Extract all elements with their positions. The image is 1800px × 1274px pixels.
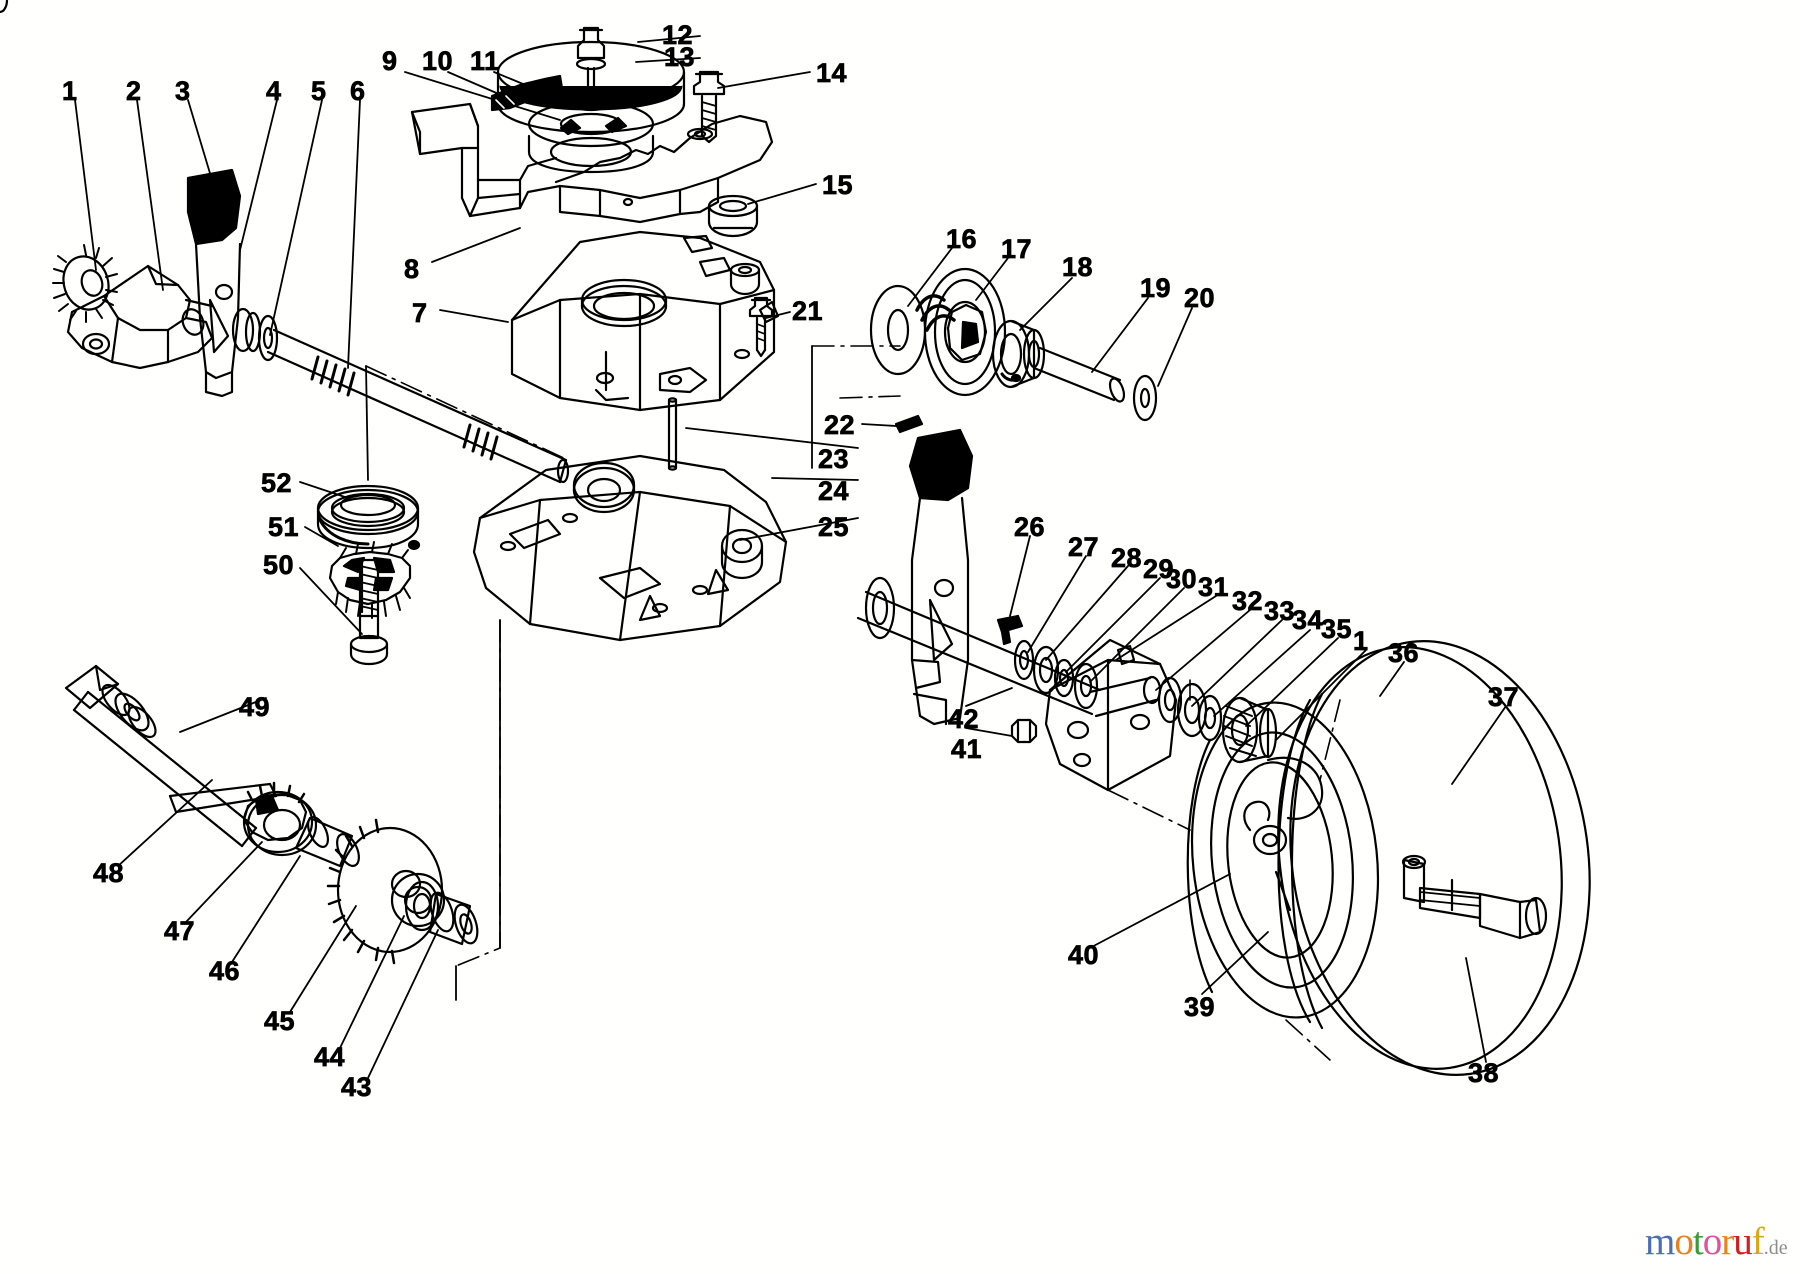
- wm-letter-f: f: [1751, 1220, 1765, 1263]
- part-21-screw: [748, 296, 774, 358]
- callout-1-repeat: 1: [1353, 626, 1369, 656]
- callout-3: 3: [175, 76, 191, 106]
- callout-12: 12: [662, 20, 694, 50]
- callout-27: 27: [1068, 532, 1100, 562]
- wm-letter-t: t: [1692, 1220, 1704, 1263]
- callout-50: 50: [263, 550, 295, 580]
- part-2-gear-housing-left: [66, 264, 214, 370]
- leader-lines-group-topcenter: [404, 35, 817, 323]
- callout-29: 29: [1143, 554, 1175, 584]
- part-22-pin: [894, 414, 924, 434]
- part-7-upper-gear-case: [510, 230, 780, 412]
- callout-34: 34: [1292, 605, 1324, 635]
- callout-18: 18: [1062, 252, 1094, 282]
- parts-43-49-lower-shaft: [64, 664, 479, 965]
- callout-46: 46: [209, 956, 241, 986]
- callout-32: 32: [1232, 586, 1264, 616]
- callout-10: 10: [422, 46, 454, 76]
- callout-14: 14: [816, 58, 848, 88]
- callout-28: 28: [1111, 543, 1143, 573]
- callout-16: 16: [946, 224, 978, 254]
- callout-9: 9: [382, 46, 398, 76]
- part-41-nut: [1010, 718, 1038, 744]
- callout-37: 37: [1488, 682, 1520, 712]
- part-3-shift-lever: [186, 168, 242, 398]
- part-52-bearing: [316, 484, 421, 551]
- wm-letter-r: r: [1721, 1220, 1734, 1263]
- callout-52: 52: [261, 468, 293, 498]
- callout-38: 38: [1468, 1058, 1500, 1088]
- callout-45: 45: [264, 1006, 296, 1036]
- callout-25: 25: [818, 512, 850, 542]
- callout-41: 41: [951, 734, 983, 764]
- wm-letter-o2: o: [1702, 1220, 1722, 1263]
- callout-49: 49: [239, 692, 271, 722]
- callout-47: 47: [164, 916, 196, 946]
- callout-23: 23: [818, 444, 850, 474]
- part-8-bracket: [410, 102, 774, 224]
- part-51-bevel-gear: [328, 541, 412, 619]
- spline-teeth: [310, 355, 356, 397]
- callout-4: 4: [266, 76, 282, 106]
- wm-letter-m: m: [1645, 1220, 1675, 1263]
- part-26-control-bracket: [908, 428, 974, 726]
- callout-1: 1: [62, 76, 78, 106]
- callout-24: 24: [818, 476, 850, 506]
- part-15-bushing: [707, 194, 759, 238]
- callout-15: 15: [822, 170, 854, 200]
- callout-31: 31: [1198, 572, 1230, 602]
- part-6-drive-shaft: [266, 328, 570, 484]
- watermark-motoruf: motoruf.de: [1645, 1222, 1788, 1261]
- callout-51: 51: [268, 512, 300, 542]
- callout-35: 35: [1321, 614, 1353, 644]
- part-24-25-lower-gear-case: [472, 454, 788, 642]
- leader-lines-group-left: [74, 99, 361, 369]
- callout-44: 44: [314, 1042, 346, 1072]
- callout-5: 5: [311, 76, 327, 106]
- callout-19: 19: [1140, 273, 1172, 303]
- callout-40: 40: [1068, 940, 1100, 970]
- callout-33: 33: [1264, 596, 1296, 626]
- callout-20: 20: [1184, 283, 1216, 313]
- callout-39: 39: [1184, 992, 1216, 1022]
- callout-42: 42: [948, 704, 980, 734]
- callout-21: 21: [792, 296, 824, 326]
- callout-17: 17: [1001, 234, 1033, 264]
- callout-43: 43: [341, 1072, 373, 1102]
- part-11-12-13-pulley-assembly: [490, 26, 686, 174]
- part-4-5-shaft-collar: [231, 307, 279, 362]
- callout-6: 6: [350, 76, 366, 106]
- wm-letter-u: u: [1733, 1220, 1752, 1263]
- part-23-roll-pin: [667, 397, 678, 471]
- wm-letter-o1: o: [1674, 1220, 1693, 1263]
- callout-2: 2: [126, 76, 142, 106]
- wm-suffix-de: .de: [1763, 1237, 1788, 1259]
- callout-48: 48: [93, 858, 125, 888]
- parts-27-35-axle-gear-pack: [0, 0, 1278, 792]
- gear-teeth-44: [326, 818, 396, 965]
- parts-36-40-wheel: [1186, 640, 1591, 1076]
- callout-30: 30: [1166, 564, 1198, 594]
- callout-7: 7: [412, 298, 428, 328]
- part-1-pinion-gear: [52, 244, 118, 323]
- callout-36: 36: [1388, 638, 1420, 668]
- callout-22: 22: [824, 410, 856, 440]
- part-14-bolt: [692, 70, 726, 144]
- callout-11: 11: [470, 46, 500, 76]
- callout-13: 13: [664, 42, 696, 72]
- part-50-bolt: [349, 558, 389, 666]
- callout-26: 26: [1014, 512, 1046, 542]
- parts-16-20-gear-assembly: [869, 267, 1158, 422]
- callout-8: 8: [404, 254, 420, 284]
